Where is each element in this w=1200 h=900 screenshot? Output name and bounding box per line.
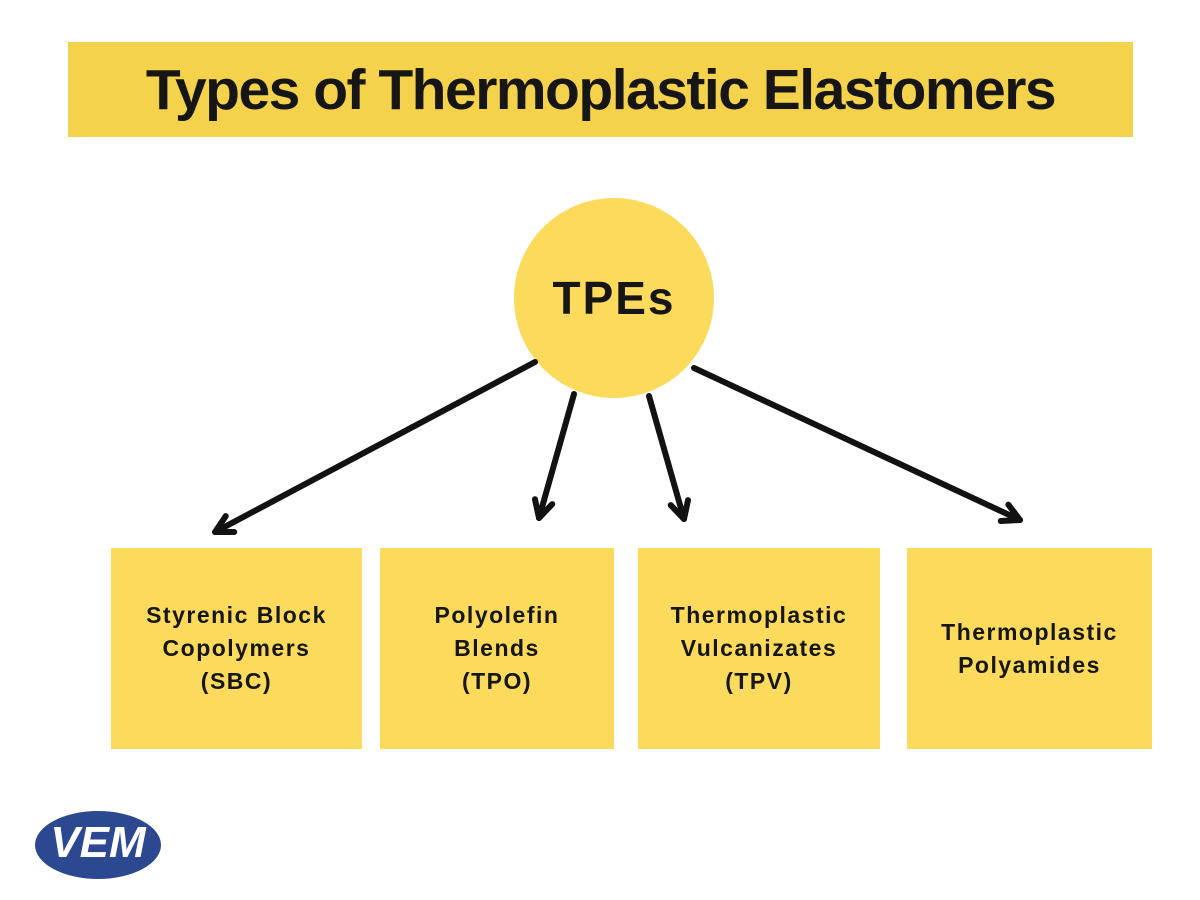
page-title: Types of Thermoplastic Elastomers (145, 57, 1057, 122)
arrow-tpes-to-sbc (212, 359, 538, 535)
category-box-sbc: Styrenic Block Copolymers (SBC) (111, 548, 362, 749)
category-box-tpv: Thermoplastic Vulcanizates (TPV) (638, 548, 880, 749)
category-label-line: Copolymers (162, 635, 311, 661)
arrow-tpes-to-tpv (646, 393, 692, 522)
vem-logo: VEM (35, 811, 161, 879)
category-label-line: Thermoplastic (670, 602, 848, 628)
category-box-tpa: Thermoplastic Polyamides (907, 548, 1152, 749)
category-label-line: Polyolefin (434, 602, 560, 628)
category-label-line: (SBC) (200, 668, 273, 694)
arrow-tpes-to-tpa (691, 365, 1023, 524)
category-label-line: Thermoplastic (941, 618, 1118, 645)
vem-logo-text: VEM (50, 818, 146, 867)
category-label-line: Polyamides (958, 651, 1101, 678)
category-box-tpo: Polyolefin Blends (TPO) (380, 548, 614, 749)
category-label-line: Vulcanizates (680, 635, 838, 661)
title-banner: Types of Thermoplastic Elastomers (68, 42, 1133, 137)
root-node-label: TPEs (552, 272, 676, 324)
category-label-line: (TPO) (461, 668, 533, 694)
category-label-line: Styrenic Block (146, 602, 327, 628)
root-node-tpes: TPEs (514, 198, 714, 398)
arrow-tpes-to-tpo (531, 391, 577, 521)
category-label-line: Blends (454, 635, 540, 661)
category-label-line: (TPV) (725, 668, 793, 694)
